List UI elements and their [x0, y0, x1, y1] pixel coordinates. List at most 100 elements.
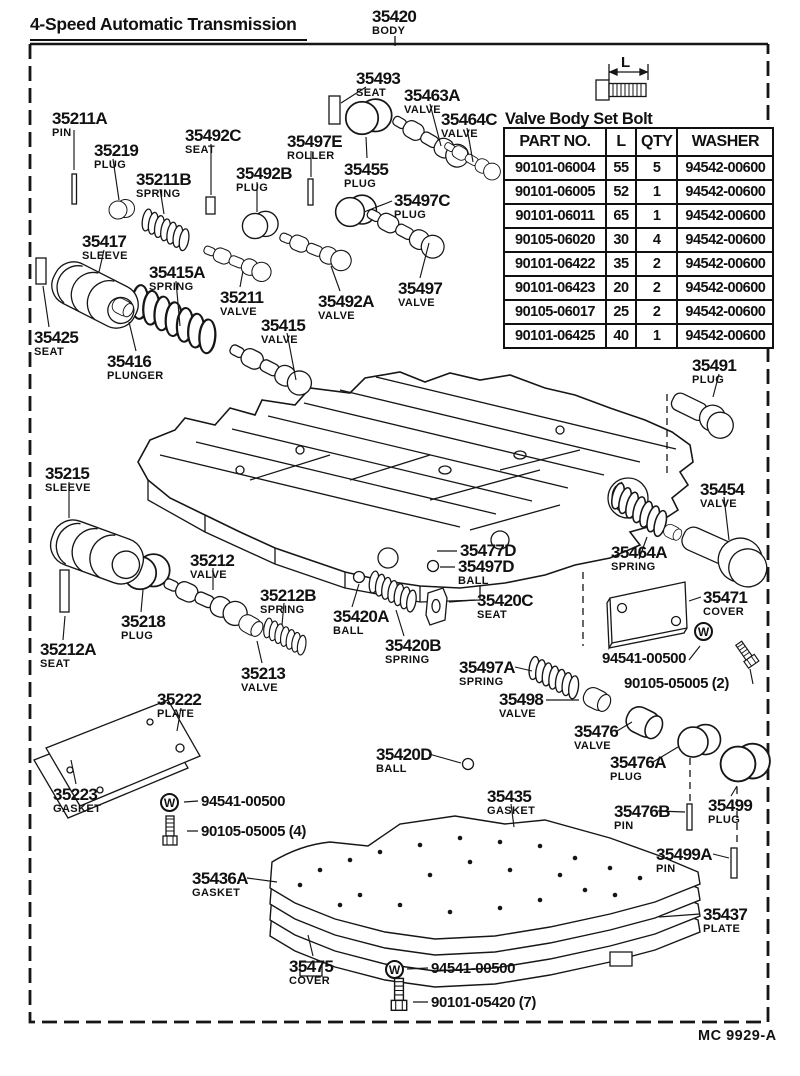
part-name: PLUG — [692, 374, 725, 386]
part-number: 35476B — [614, 802, 671, 821]
table-cell: 1 — [634, 179, 679, 205]
part-number: 35416 — [107, 352, 152, 371]
part-name: VALVE — [404, 104, 442, 116]
table-cell: 94542-00600 — [676, 179, 775, 205]
drawing-number: MC 9929-A — [698, 1028, 777, 1044]
part-name: PLUG — [94, 159, 127, 171]
part-name: SPRING — [611, 561, 656, 573]
part-name: VALVE — [574, 740, 612, 752]
part-number: 35218 — [121, 612, 166, 631]
part-number: 90105-05005 (4) — [201, 823, 306, 840]
part-name: VALVE — [700, 498, 738, 510]
part-number: 90105-05005 (2) — [624, 675, 729, 692]
label-94541-00500: 94541-00500 — [602, 651, 686, 666]
part-name: SLEEVE — [82, 250, 128, 262]
part-name: COVER — [703, 606, 745, 618]
part-number: 35476 — [574, 722, 619, 741]
part-name: SEAT — [356, 87, 387, 99]
table-cell: 90105-06017 — [503, 299, 607, 325]
part-number: 35499 — [708, 796, 753, 815]
label-35477d: 35477D — [460, 541, 517, 560]
table-cell: 94542-00600 — [676, 251, 775, 277]
table-cell: 94542-00600 — [676, 203, 775, 229]
part-name: PIN — [656, 863, 676, 875]
part-number: 35475 — [289, 957, 334, 976]
table-cell: 94542-00600 — [676, 299, 775, 325]
part-name: PLUG — [394, 209, 427, 221]
part-name: BALL — [458, 575, 489, 587]
part-name: ROLLER — [287, 150, 335, 162]
part-number: 35454 — [700, 480, 745, 499]
part-name: SPRING — [385, 654, 430, 666]
part-number: 35415 — [261, 316, 306, 335]
part-number: 35211 — [220, 288, 264, 307]
table-cell: 90101-06004 — [503, 155, 607, 181]
part-name: GASKET — [192, 887, 241, 899]
part-name: SEAT — [34, 346, 65, 358]
part-number: 35436A — [192, 869, 249, 888]
part-name: BALL — [333, 625, 364, 637]
part-number: 35477D — [460, 541, 517, 560]
column-header: PART NO. — [503, 127, 607, 157]
part-number: 35464A — [611, 543, 668, 562]
part-number: 35497D — [458, 557, 515, 576]
part-name: SPRING — [149, 281, 194, 293]
table-cell: 94542-00600 — [676, 275, 775, 301]
table-cell: 90101-06011 — [503, 203, 607, 229]
part-number: 35464C — [441, 110, 498, 129]
part-number: 35213 — [241, 664, 286, 683]
part-name: SPRING — [260, 604, 305, 616]
part-number: 35492B — [236, 164, 293, 183]
part-number: 35499A — [656, 845, 713, 864]
part-name: PLATE — [157, 708, 195, 720]
part-number: 35491 — [692, 356, 737, 375]
table-cell: 30 — [605, 227, 637, 253]
table-cell: 25 — [605, 299, 637, 325]
part-name: VALVE — [441, 128, 479, 140]
part-name: SPRING — [459, 676, 504, 688]
part-name: PLUG — [121, 630, 154, 642]
part-number: 35476A — [610, 753, 667, 772]
bolt-length-dim-label: L — [621, 54, 631, 71]
part-number: 35417 — [82, 232, 127, 251]
part-name: BODY — [372, 25, 406, 37]
part-number: 35493 — [356, 69, 401, 88]
part-number: 94541-00500 — [602, 650, 687, 667]
part-name: BALL — [376, 763, 407, 775]
table-cell: 20 — [605, 275, 637, 301]
part-number: 35212 — [190, 551, 235, 570]
part-name: SEAT — [40, 658, 71, 670]
part-name: PLUG — [236, 182, 269, 194]
part-number: 35471 — [703, 588, 748, 607]
part-number: 35223 — [53, 785, 98, 804]
